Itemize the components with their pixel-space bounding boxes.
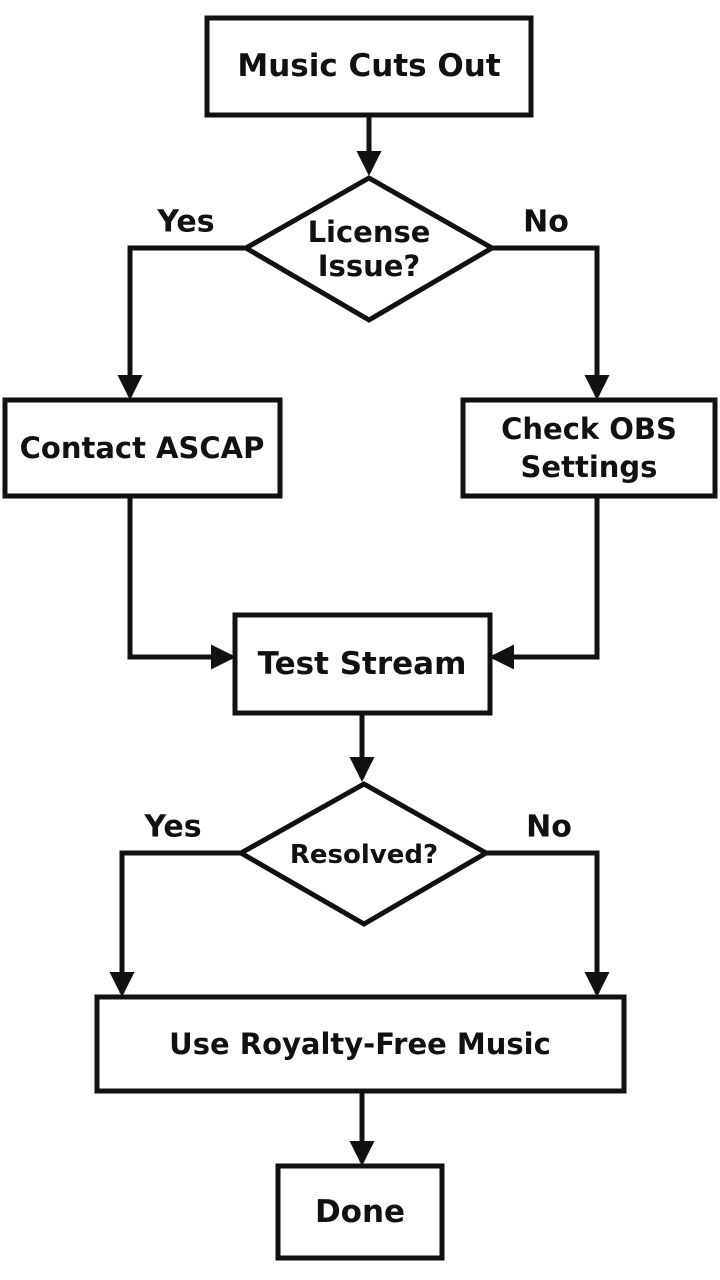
- edge-license-yes: [117, 245, 246, 401]
- license-issue-decision: License Issue?: [240, 175, 498, 323]
- edge-resolved-no: [486, 850, 610, 998]
- connectors: [109, 116, 610, 1167]
- start-node-label: Music Cuts Out: [237, 48, 500, 84]
- resolved-no-label: No: [526, 810, 572, 845]
- check-obs-label-line2: Settings: [521, 450, 658, 484]
- license-yes-label: Yes: [156, 205, 214, 240]
- contact-ascap-label: Contact ASCAP: [20, 431, 265, 465]
- check-obs-node: Check OBS Settings: [460, 397, 718, 499]
- check-obs-label-line1: Check OBS: [501, 412, 677, 446]
- resolved-yes-label: Yes: [143, 810, 201, 845]
- edge-ascap-to-test: [127, 497, 237, 670]
- test-stream-node: Test Stream: [232, 612, 493, 716]
- royalty-free-node: Use Royalty-Free Music: [94, 994, 627, 1094]
- start-node: Music Cuts Out: [204, 15, 534, 118]
- done-node: Done: [275, 1163, 445, 1261]
- license-no-label: No: [523, 205, 569, 240]
- done-label: Done: [315, 1194, 405, 1230]
- license-issue-label-line2: Issue?: [318, 249, 420, 283]
- royalty-free-label: Use Royalty-Free Music: [169, 1027, 551, 1061]
- contact-ascap-node: Contact ASCAP: [2, 397, 283, 499]
- edge-license-no: [492, 245, 610, 401]
- test-stream-label: Test Stream: [258, 646, 467, 682]
- resolved-label: Resolved?: [290, 840, 438, 870]
- edge-resolved-yes: [109, 850, 241, 998]
- edge-obs-to-test: [488, 497, 600, 670]
- license-issue-label-line1: License: [308, 215, 431, 249]
- resolved-decision: Resolved?: [235, 781, 492, 927]
